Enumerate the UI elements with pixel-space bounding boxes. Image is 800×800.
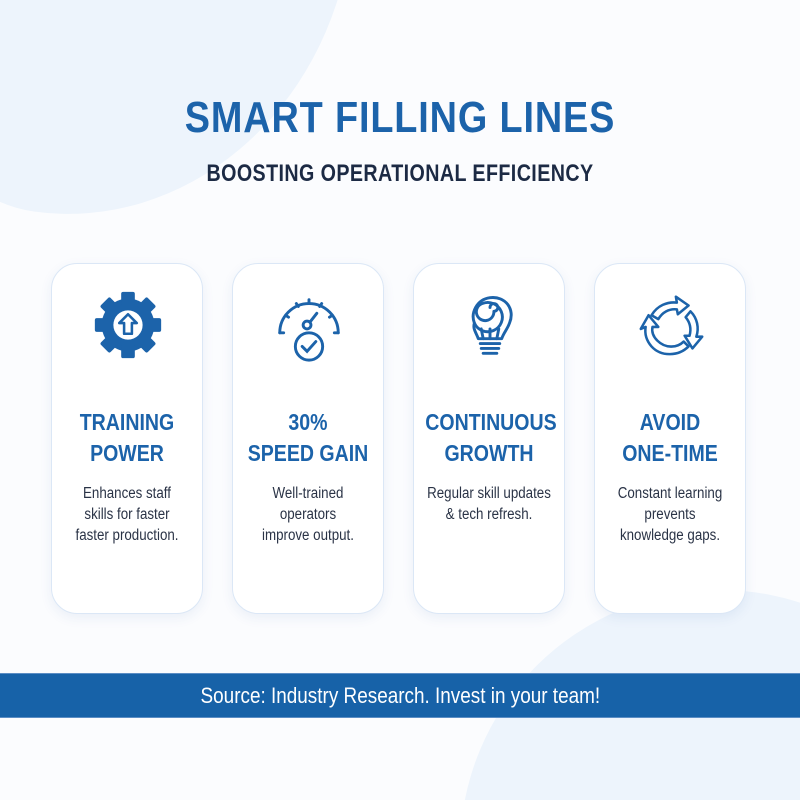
card-description: Constant learning prevents knowledge gap… [617,485,723,544]
card-avoid-one-time: AVOID ONE-TIME Constant learning prevent… [594,263,746,614]
card-continuous-growth: CONTINUOUS GROWTH Regular skill updates … [413,263,565,614]
card-description: Enhances staff skills for faster faster … [75,485,179,544]
source-banner: Source: Industry Research. Invest in you… [0,673,800,718]
card-heading: AVOID ONE-TIME [622,409,718,466]
banner-text: Source: Industry Research. Invest in you… [200,682,600,708]
card-heading: 30% SPEED GAIN [247,409,369,466]
card-heading: CONTINUOUS GROWTH [425,409,557,466]
card-description: Regular skill updates & tech refresh. [427,485,551,523]
gear-upload-icon [88,286,168,364]
page-subtitle: BOOSTING OPERATIONAL EFFICIENCY [206,160,594,187]
card-training-power: TRAINING POWER Enhances staff skills for… [51,263,203,614]
swirl-lightbulb-icon [450,286,530,364]
speedometer-check-icon [269,286,349,364]
card-description: Well-trained operators improve output. [262,485,354,544]
page-title: SMART FILLING LINES [184,93,616,142]
card-heading: TRAINING POWER [79,409,175,466]
card-speed-gain: 30% SPEED GAIN Well-trained operators im… [232,263,384,614]
cycle-arrows-icon [631,286,711,364]
